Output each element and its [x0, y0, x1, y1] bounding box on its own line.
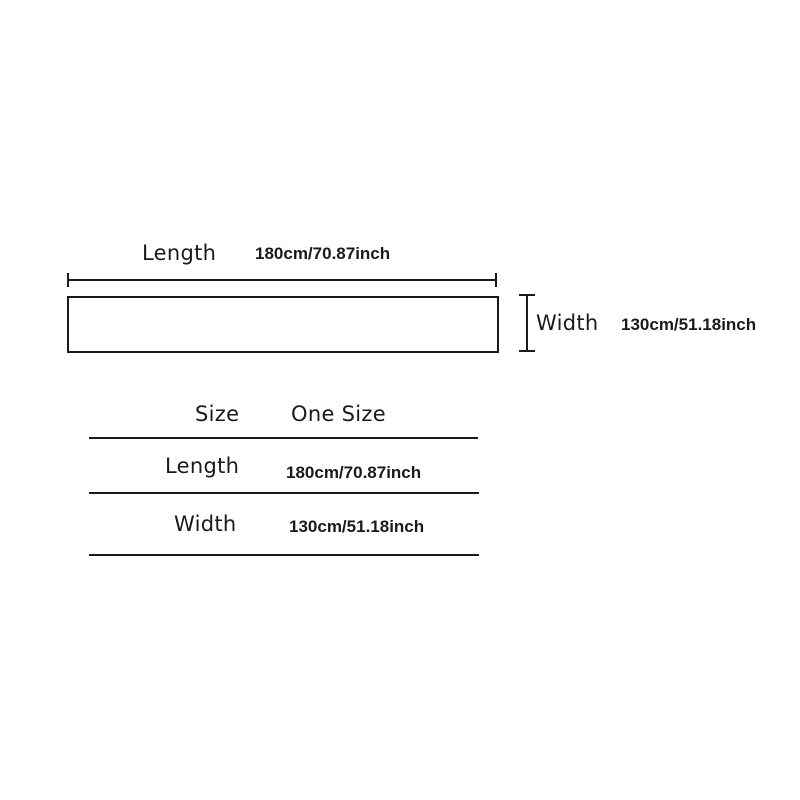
- size-table-header-value: One Size: [291, 402, 386, 426]
- width-label: Width: [536, 311, 599, 335]
- length-dimension-cap-right: [495, 273, 497, 287]
- size-table-divider: [89, 554, 479, 556]
- scarf-outline: [67, 296, 499, 353]
- length-label: Length: [142, 241, 217, 265]
- size-table-divider: [89, 492, 479, 494]
- size-table-divider: [89, 437, 478, 439]
- width-dimension-bar: [526, 294, 528, 352]
- length-dimension-bar: [67, 279, 497, 281]
- width-dimension-line: [517, 294, 537, 352]
- width-value: 130cm/51.18inch: [621, 315, 757, 334]
- length-dimension-line: [67, 273, 497, 287]
- size-table-row-value-width: 130cm/51.18inch: [289, 517, 425, 536]
- width-dimension-cap-bottom: [519, 350, 535, 352]
- length-value: 180cm/70.87inch: [255, 244, 391, 263]
- size-table-header-label: Size: [195, 402, 240, 426]
- size-table-row-label-length: Length: [165, 454, 240, 478]
- size-table-row-label-width: Width: [174, 512, 237, 536]
- size-table-row-value-length: 180cm/70.87inch: [286, 463, 422, 482]
